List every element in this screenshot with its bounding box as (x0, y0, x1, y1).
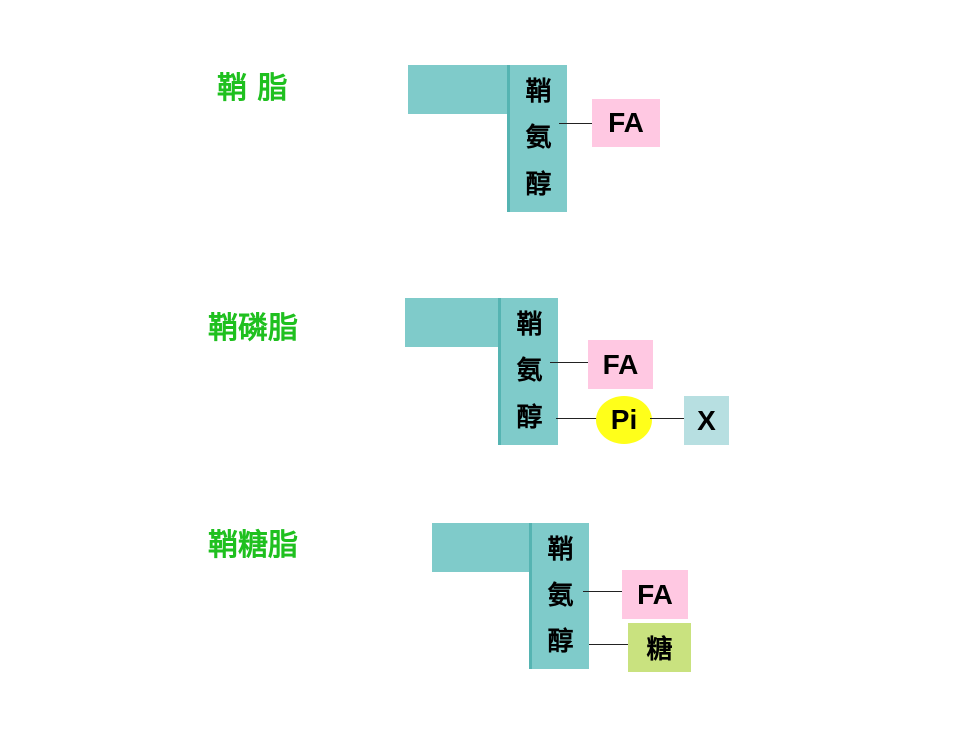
x-box: X (684, 396, 729, 445)
backbone-char: 氨 (516, 356, 543, 387)
bond-line (583, 591, 623, 592)
tail-bar-1 (408, 65, 509, 114)
title-sphingomyelin: 鞘磷脂 (208, 311, 298, 346)
backbone-char: 鞘 (547, 535, 574, 565)
fa-box-2: FA (588, 340, 653, 389)
backbone-column-2: 鞘 氨 醇 (498, 298, 558, 445)
bond-line (550, 362, 588, 363)
backbone-column-1: 鞘 氨 醇 (507, 65, 567, 212)
backbone-char: 鞘 (516, 310, 543, 341)
backbone-column-3: 鞘 氨 醇 (529, 523, 589, 669)
bond-line (556, 418, 598, 419)
fa-box-1: FA (592, 99, 660, 147)
tail-bar-3 (432, 523, 532, 572)
tail-bar-2 (405, 298, 501, 347)
backbone-char: 醇 (516, 402, 543, 433)
fa-box-3: FA (622, 570, 688, 619)
sugar-box: 糖 (628, 623, 691, 672)
title-glycosphingolipid: 鞘糖脂 (208, 528, 298, 563)
bond-line (589, 644, 629, 645)
backbone-char: 醇 (547, 627, 574, 657)
backbone-char: 氨 (525, 123, 552, 154)
bond-line (650, 418, 685, 419)
backbone-char: 鞘 (525, 77, 552, 108)
title-sphingolipid: 鞘 脂 (217, 71, 288, 106)
backbone-char: 醇 (525, 169, 552, 200)
backbone-char: 氨 (547, 581, 574, 611)
bond-line (559, 123, 592, 124)
phosphate-circle: Pi (596, 396, 652, 444)
